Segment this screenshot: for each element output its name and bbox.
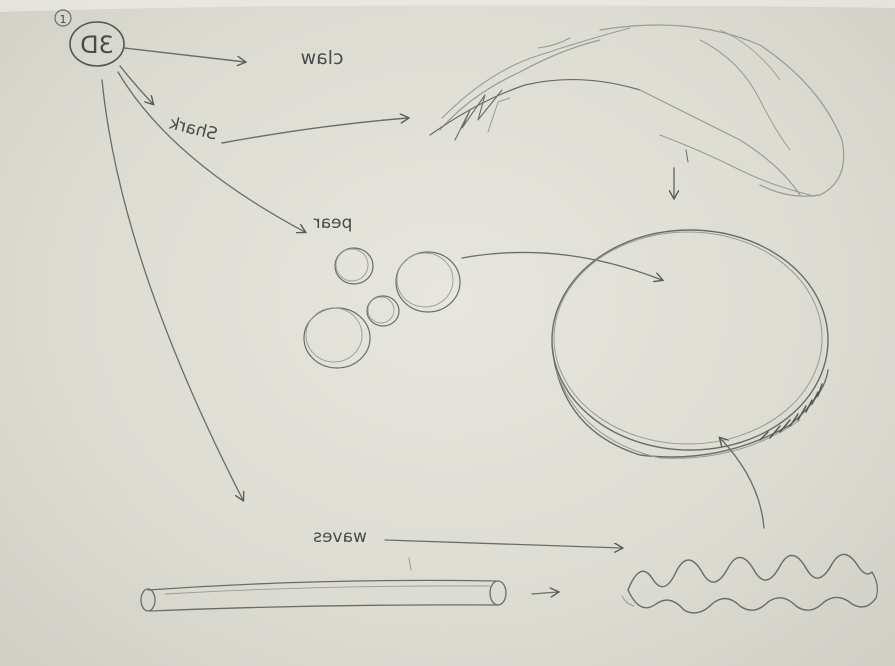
label-pear: pear (314, 213, 353, 233)
label-shark: Shark (167, 114, 219, 145)
label-claw: claw (301, 47, 344, 69)
waves-drawing (622, 554, 877, 612)
claw-drawing (430, 25, 844, 196)
arrow-shark-to-claw-drawing (222, 118, 408, 143)
arrow-waves-to-disc (720, 438, 764, 528)
disc-drawing (552, 230, 828, 458)
arrow-tube-to-waves (532, 592, 558, 594)
arrow-pear-to-disc (462, 252, 662, 280)
pear-bubbles (304, 248, 460, 368)
step-number: 1 (60, 13, 67, 26)
label-waves: waves (313, 527, 367, 547)
arrow-to-shark (120, 66, 153, 104)
tube-drawing (141, 558, 506, 611)
paper-edge (0, 0, 895, 12)
arrow-to-claw (124, 48, 245, 62)
center-node-label: 3D (80, 31, 114, 59)
center-node: 3D 1 (55, 10, 124, 66)
arrow-label-to-waves (385, 540, 622, 548)
